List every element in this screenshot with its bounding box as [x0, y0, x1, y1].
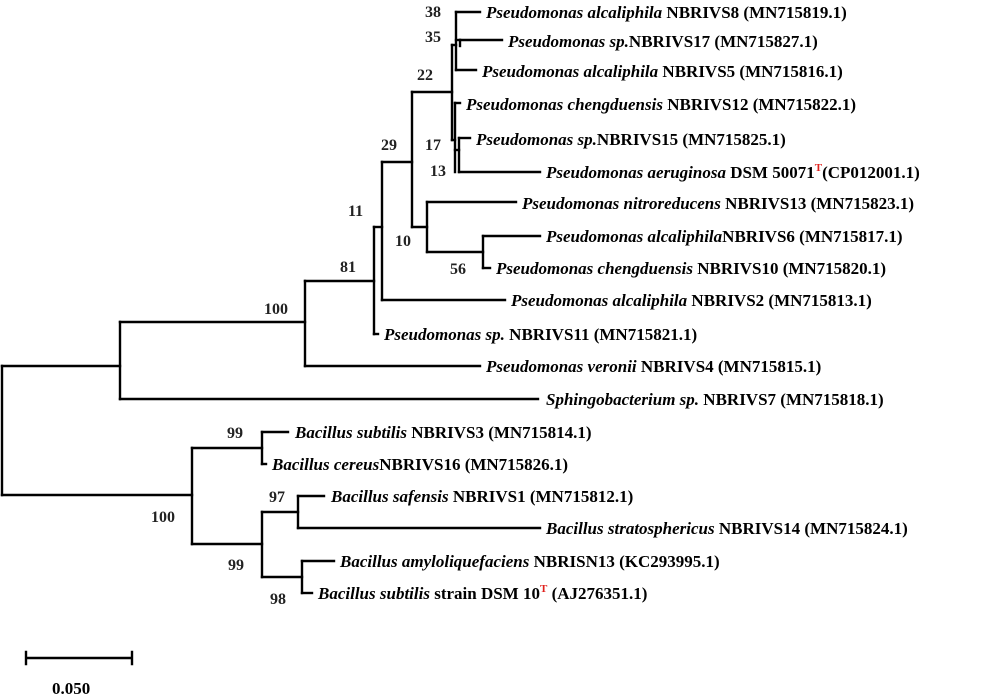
type-strain-marker: T	[540, 583, 548, 595]
taxon-labels: Pseudomonas alcaliphila NBRIVS8 (MN71581…	[271, 3, 920, 603]
taxon-strain-accession: NBRIVS12 (MN715822.1)	[663, 95, 856, 114]
bootstrap-value: 17	[425, 137, 441, 154]
taxon-label: Pseudomonas sp. NBRIVS11 (MN715821.1)	[383, 325, 697, 344]
taxon-label: Pseudomonas alcaliphila NBRIVS5 (MN71581…	[481, 62, 843, 81]
taxon-species-name: Pseudomonas chengduensis	[495, 259, 693, 278]
bootstrap-value: 99	[227, 425, 243, 442]
taxon-species-name: Bacillus amyloliquefaciens	[339, 552, 530, 571]
bootstrap-value: 100	[264, 301, 288, 318]
taxon-label: Bacillus amyloliquefaciens NBRISN13 (KC2…	[339, 552, 720, 571]
tree-branches	[0, 10, 542, 595]
bootstrap-value: 81	[340, 259, 356, 276]
bootstrap-value: 99	[228, 557, 244, 574]
taxon-strain-accession: NBRIVS1 (MN715812.1)	[449, 487, 634, 506]
taxon-strain-accession: strain DSM 10	[430, 584, 540, 603]
taxon-strain-accession: NBRIVS13 (MN715823.1)	[721, 194, 914, 213]
taxon-label: Pseudomonas veronii NBRIVS4 (MN715815.1)	[485, 357, 821, 376]
taxon-species-name: Pseudomonas chengduensis	[465, 95, 663, 114]
taxon-strain-accession: NBRIVS14 (MN715824.1)	[715, 519, 908, 538]
taxon-strain-accession: NBRIVS15 (MN715825.1)	[597, 130, 786, 149]
taxon-label: Pseudomonas alcaliphilaNBRIVS6 (MN715817…	[545, 227, 903, 246]
bootstrap-value: 10	[395, 233, 411, 250]
taxon-accession: (CP012001.1)	[822, 163, 920, 182]
bootstrap-value: 100	[151, 509, 175, 526]
bootstrap-value: 97	[269, 489, 285, 506]
taxon-species-name: Pseudomonas sp.	[475, 130, 597, 149]
taxon-label: Pseudomonas alcaliphila NBRIVS8 (MN71581…	[485, 3, 847, 22]
taxon-label: Bacillus cereusNBRIVS16 (MN715826.1)	[271, 455, 568, 474]
taxon-strain-accession: NBRIVS11 (MN715821.1)	[505, 325, 697, 344]
bootstrap-value: 29	[381, 137, 397, 154]
taxon-strain-accession: NBRIVS6 (MN715817.1)	[722, 227, 902, 246]
taxon-strain-accession: NBRIVS17 (MN715827.1)	[629, 32, 818, 51]
taxon-species-name: Pseudomonas sp.	[507, 32, 629, 51]
taxon-species-name: Pseudomonas alcaliphila	[481, 62, 659, 81]
taxon-species-name: Pseudomonas sp.	[383, 325, 505, 344]
scale-bar: 0.050	[24, 650, 134, 698]
taxon-strain-accession: NBRIVS16 (MN715826.1)	[379, 455, 568, 474]
bootstrap-value: 38	[425, 4, 441, 21]
bootstrap-value: 35	[425, 29, 441, 46]
taxon-strain-accession: NBRISN13 (KC293995.1)	[529, 552, 719, 571]
taxon-label: Sphingobacterium sp. NBRIVS7 (MN715818.1…	[546, 390, 884, 409]
taxon-species-name: Pseudomonas alcaliphila	[510, 291, 688, 310]
type-strain-marker: T	[815, 162, 823, 174]
taxon-label: Pseudomonas alcaliphila NBRIVS2 (MN71581…	[510, 291, 872, 310]
scale-bar-line	[24, 650, 134, 666]
taxon-species-name: Bacillus stratosphericus	[545, 519, 715, 538]
taxon-label: Bacillus safensis NBRIVS1 (MN715812.1)	[330, 487, 633, 506]
bootstrap-value: 56	[450, 261, 466, 278]
taxon-species-name: Sphingobacterium sp.	[546, 390, 699, 409]
taxon-strain-accession: NBRIVS3 (MN715814.1)	[407, 423, 592, 442]
taxon-strain-accession: NBRIVS10 (MN715820.1)	[693, 259, 886, 278]
bootstrap-value: 98	[270, 591, 286, 608]
taxon-strain-accession: NBRIVS4 (MN715815.1)	[637, 357, 822, 376]
taxon-label: Pseudomonas nitroreducens NBRIVS13 (MN71…	[521, 194, 914, 213]
taxon-strain-accession: NBRIVS8 (MN715819.1)	[662, 3, 847, 22]
taxon-label: Pseudomonas aeruginosa DSM 50071T(CP0120…	[545, 162, 920, 182]
taxon-species-name: Pseudomonas alcaliphila	[545, 227, 723, 246]
taxon-species-name: Pseudomonas alcaliphila	[485, 3, 663, 22]
taxon-label: Pseudomonas sp.NBRIVS17 (MN715827.1)	[507, 32, 818, 51]
bootstrap-value: 11	[348, 203, 363, 220]
taxon-label: Bacillus subtilis NBRIVS3 (MN715814.1)	[294, 423, 592, 442]
taxon-accession: (AJ276351.1)	[547, 584, 647, 603]
taxon-strain-accession: NBRIVS5 (MN715816.1)	[658, 62, 843, 81]
taxon-label: Bacillus subtilis strain DSM 10T (AJ2763…	[317, 583, 647, 603]
scale-bar-label: 0.050	[52, 679, 90, 698]
bootstrap-value: 13	[430, 163, 446, 180]
taxon-label: Pseudomonas sp.NBRIVS15 (MN715825.1)	[475, 130, 786, 149]
taxon-strain-accession: NBRIVS2 (MN715813.1)	[687, 291, 872, 310]
bootstrap-values: 38 35 22 17 13 29 11 10 56 81 100 99 97 …	[151, 4, 466, 608]
taxon-strain-accession: NBRIVS7 (MN715818.1)	[699, 390, 884, 409]
taxon-label: Bacillus stratosphericus NBRIVS14 (MN715…	[545, 519, 908, 538]
taxon-strain-accession: DSM 50071	[726, 163, 815, 182]
taxon-species-name: Bacillus safensis	[330, 487, 449, 506]
bootstrap-value: 22	[417, 67, 433, 84]
taxon-label: Pseudomonas chengduensis NBRIVS12 (MN715…	[465, 95, 856, 114]
taxon-species-name: Pseudomonas aeruginosa	[545, 163, 726, 182]
taxon-species-name: Pseudomonas nitroreducens	[521, 194, 721, 213]
taxon-species-name: Bacillus subtilis	[294, 423, 407, 442]
taxon-species-name: Bacillus subtilis	[317, 584, 430, 603]
taxon-species-name: Pseudomonas veronii	[485, 357, 637, 376]
taxon-label: Pseudomonas chengduensis NBRIVS10 (MN715…	[495, 259, 886, 278]
taxon-species-name: Bacillus cereus	[271, 455, 380, 474]
